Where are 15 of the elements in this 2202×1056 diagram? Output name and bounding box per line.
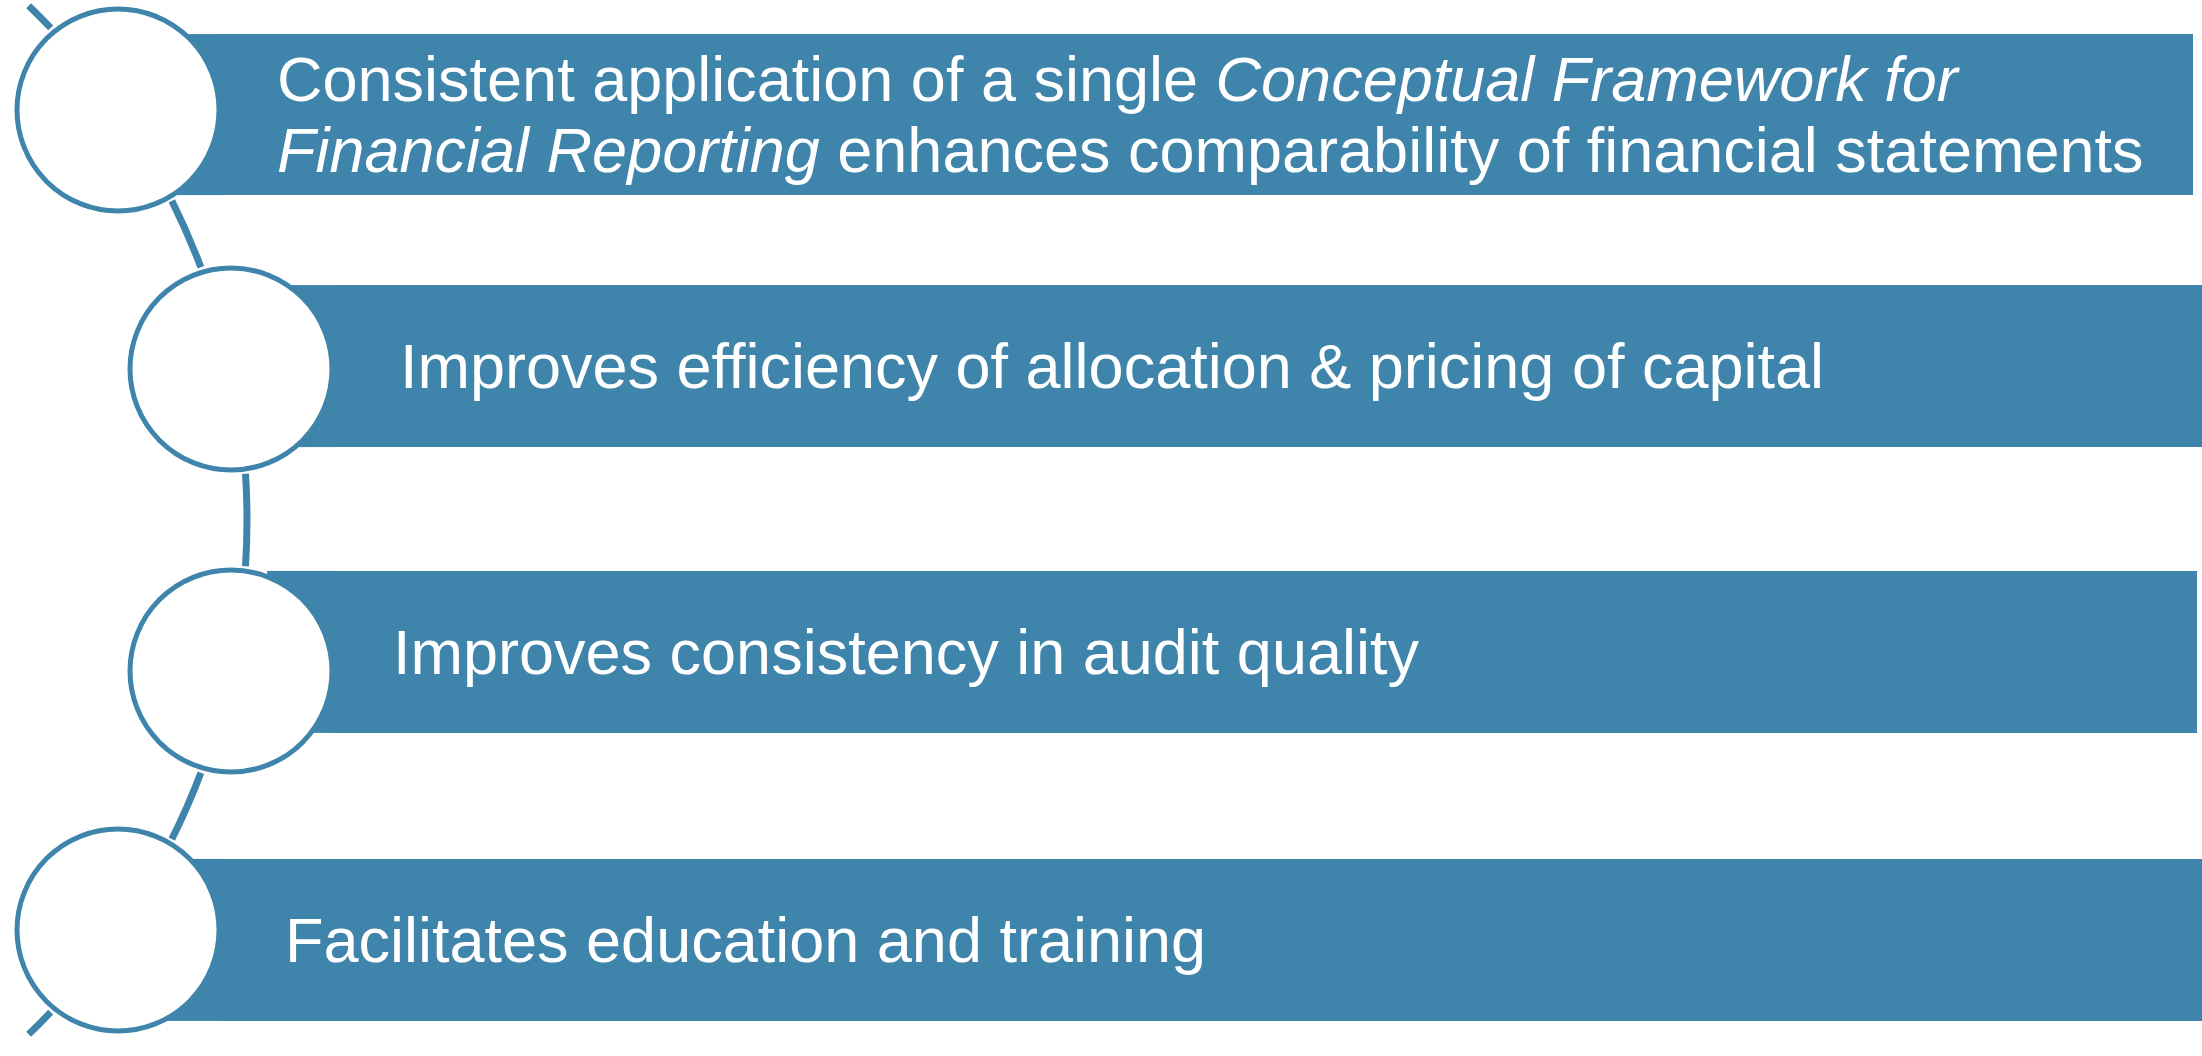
bar-text: Improves consistency in audit quality [393,616,1420,688]
curve-connector [168,771,205,841]
list-bar [221,859,2202,1021]
bar-text: Facilitates education and training [285,904,1208,976]
curve-connector [242,473,251,567]
bar-text: Improves efficiency of allocation & pricing of capital [400,330,1826,402]
bar-text: Consistent application of a single Conceptual Framework for Financial Reporting enhances comparability of financial statements [277,43,2145,186]
list-circle [126,264,335,473]
list-circle [13,826,222,1035]
list-circle [126,567,335,776]
list-bar [221,34,2193,195]
curve-connector [168,199,205,269]
list-bar [334,571,2197,733]
list-circle [13,5,222,214]
list-bar [334,285,2202,447]
